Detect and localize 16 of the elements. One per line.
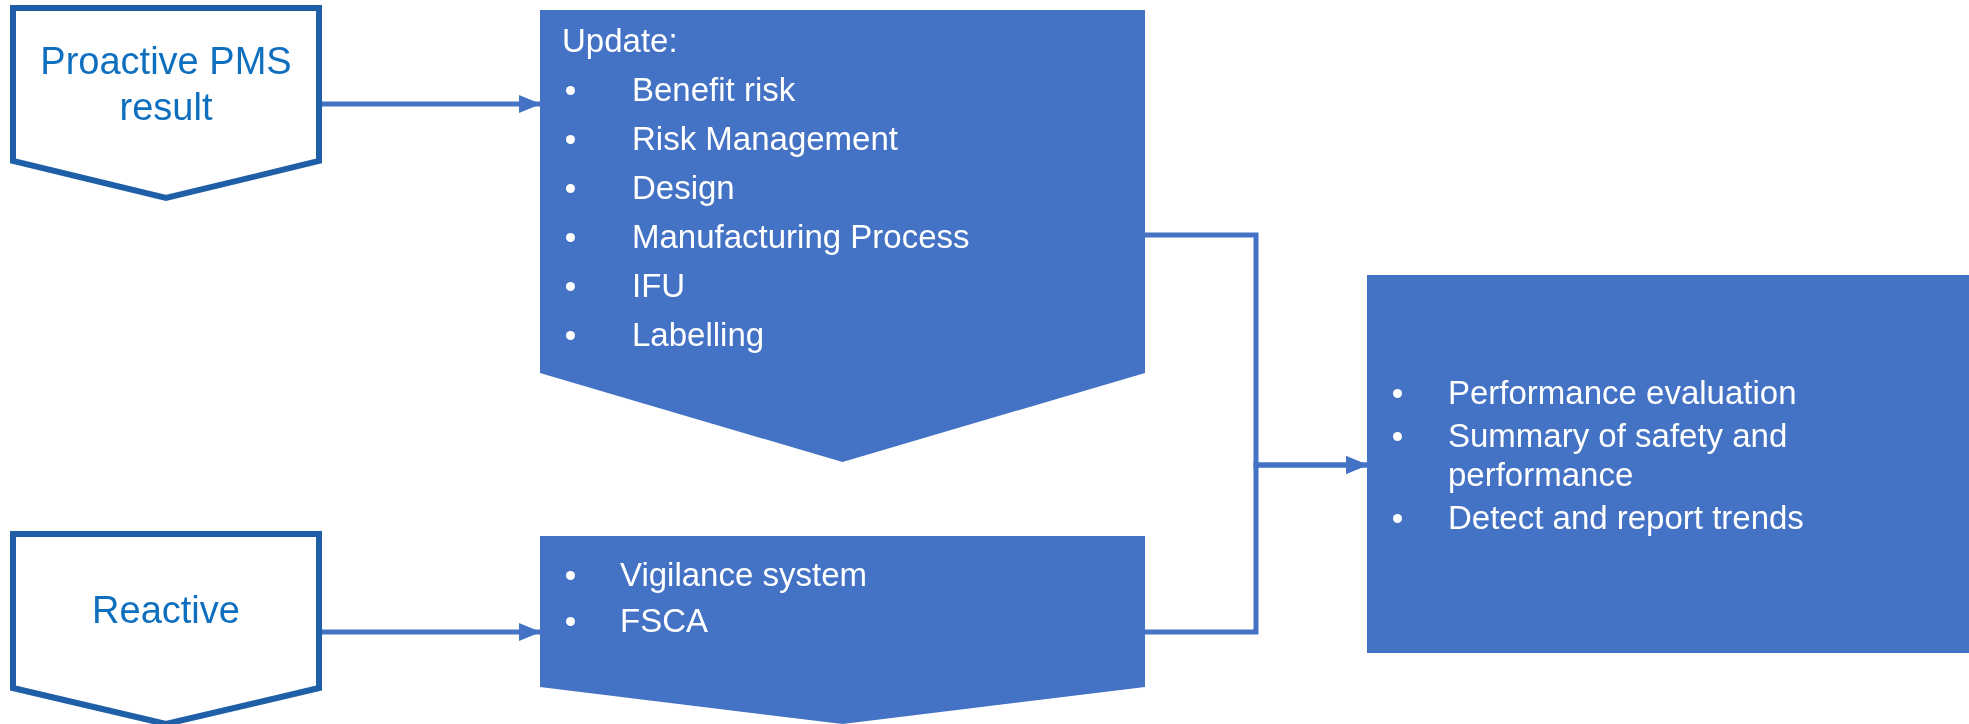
- bullet-text: Design: [632, 169, 735, 206]
- output-box: [1367, 275, 1969, 653]
- bullet-text: FSCA: [620, 602, 708, 639]
- bullet-text: IFU: [632, 267, 686, 304]
- bullet-text: Detect and report trends: [1448, 499, 1804, 536]
- bullet-text: Summary of safety and performance: [1448, 417, 1788, 493]
- node-label: Reactive: [92, 588, 240, 634]
- bullet-text: Labelling: [632, 316, 765, 353]
- node-label: Proactive PMS result: [39, 38, 293, 130]
- connector-arrow: [1145, 456, 1368, 635]
- heading-text: Update:: [562, 22, 678, 59]
- bullet-text: Vigilance system: [620, 556, 867, 593]
- bullet-text: Risk Management: [632, 120, 898, 157]
- bullet-text: Benefit risk: [632, 71, 796, 108]
- bullet-text: Performance evaluation: [1448, 374, 1797, 411]
- bullet-text: Manufacturing Process: [632, 218, 970, 255]
